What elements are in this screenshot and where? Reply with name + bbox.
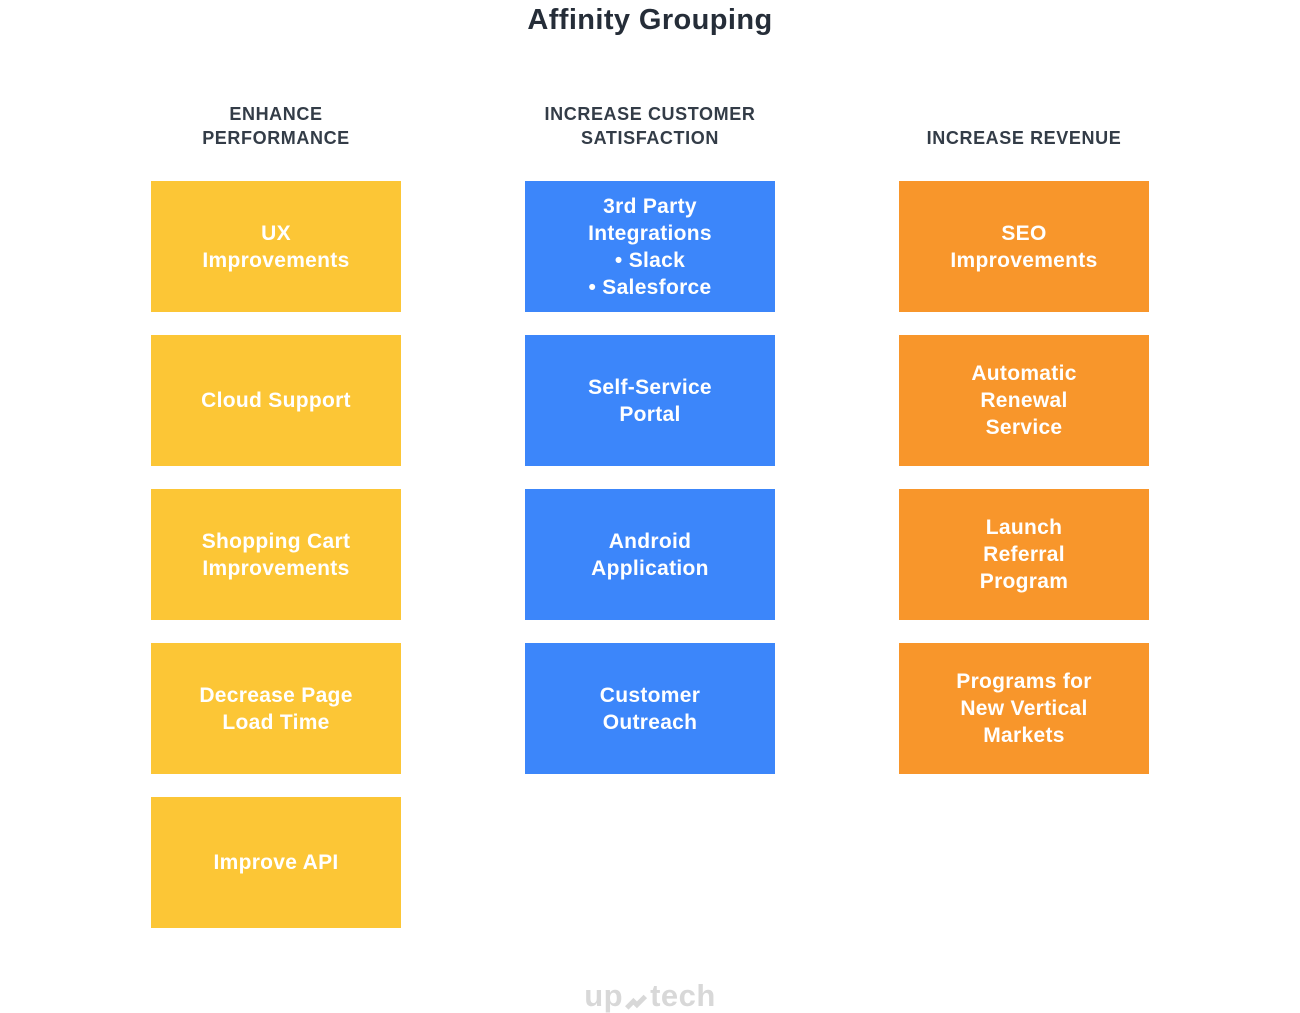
column-header-increase-customer-satisfaction: INCREASE CUSTOMER SATISFACTION: [544, 104, 756, 148]
column-increase-customer-satisfaction: INCREASE CUSTOMER SATISFACTION 3rd Party…: [525, 102, 775, 928]
card-seo-improvements: SEO Improvements: [899, 181, 1149, 312]
card-decrease-page-load-time: Decrease Page Load Time: [151, 643, 401, 774]
card-launch-referral-program: Launch Referral Program: [899, 489, 1149, 620]
card-automatic-renewal-service: Automatic Renewal Service: [899, 335, 1149, 466]
card-customer-outreach: Customer Outreach: [525, 643, 775, 774]
page-title: Affinity Grouping: [527, 4, 773, 36]
uptech-logo-text-tech: tech: [650, 978, 716, 1013]
uptech-logo-zigzag-icon: [625, 987, 648, 1010]
uptech-logo-text-up: up: [584, 978, 624, 1013]
affinity-board: ENHANCE PERFORMANCE UX Improvements Clou…: [0, 102, 1300, 928]
card-android-application: Android Application: [525, 489, 775, 620]
card-shopping-cart-improvements: Shopping Cart Improvements: [151, 489, 401, 620]
card-programs-for-new-vertical-markets: Programs for New Vertical Markets: [899, 643, 1149, 774]
card-cloud-support: Cloud Support: [151, 335, 401, 466]
card-self-service-portal: Self-Service Portal: [525, 335, 775, 466]
column-header-enhance-performance: ENHANCE PERFORMANCE: [202, 104, 350, 148]
card-3rd-party-integrations: 3rd Party Integrations • Slack • Salesfo…: [525, 181, 775, 312]
uptech-logo: up tech: [0, 978, 1300, 1013]
column-enhance-performance: ENHANCE PERFORMANCE UX Improvements Clou…: [151, 102, 401, 928]
card-ux-improvements: UX Improvements: [151, 181, 401, 312]
column-increase-revenue: INCREASE REVENUE SEO Improvements Automa…: [899, 102, 1149, 928]
card-improve-api: Improve API: [151, 797, 401, 928]
column-header-increase-revenue: INCREASE REVENUE: [926, 128, 1122, 148]
